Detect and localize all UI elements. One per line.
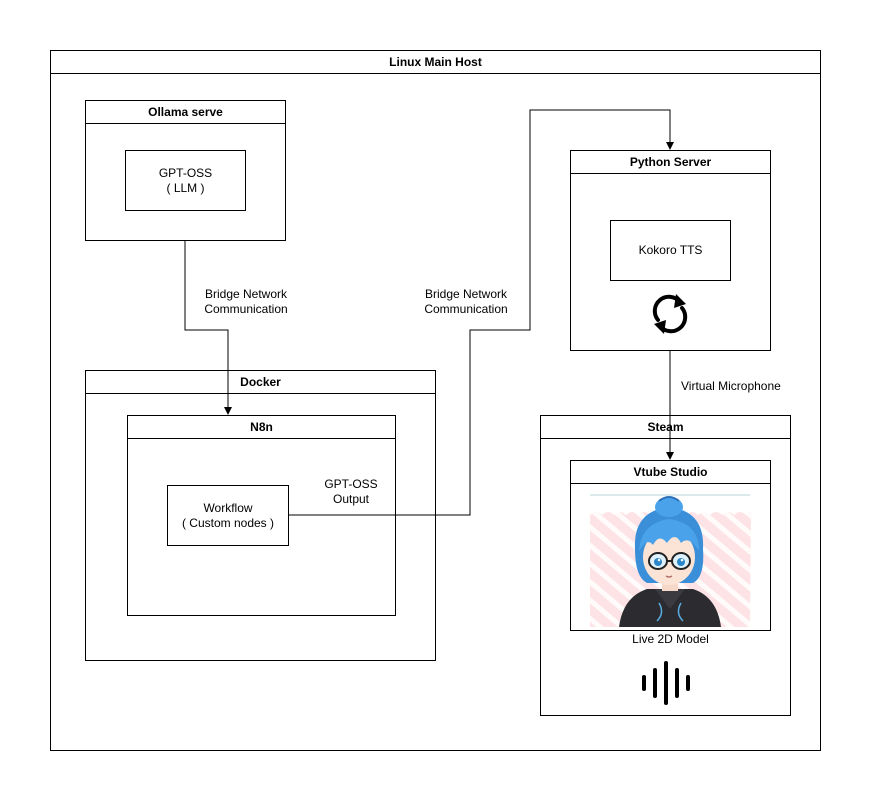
- live-2d-model-caption: Live 2D Model: [632, 632, 709, 646]
- steam-title: Steam: [541, 416, 790, 439]
- communication-text: Communication: [424, 302, 508, 316]
- gpt-oss-label: GPT-OSS: [158, 165, 213, 180]
- bridge-network-text: Bridge Network: [424, 287, 508, 301]
- vtube-studio-title: Vtube Studio: [571, 461, 770, 484]
- n8n-title: N8n: [128, 416, 395, 439]
- bridge-network-label-left: Bridge Network Communication: [186, 287, 306, 317]
- workflow-node: Workflow ( Custom nodes ): [167, 485, 289, 546]
- sync-icon: [652, 294, 688, 334]
- bridge-network-label-right: Bridge Network Communication: [406, 287, 526, 317]
- audio-wave-icon: [642, 661, 690, 705]
- live2d-avatar-image: [590, 494, 751, 627]
- bridge-network-text: Bridge Network: [204, 287, 288, 301]
- gpt-oss-output-line1: GPT-OSS: [324, 477, 378, 491]
- ollama-serve-title: Ollama serve: [86, 101, 285, 124]
- virtual-microphone-label: Virtual Microphone: [681, 379, 781, 393]
- workflow-label: Workflow: [203, 500, 253, 515]
- gpt-oss-llm-node: GPT-OSS ( LLM ): [125, 150, 246, 211]
- communication-text: Communication: [204, 302, 288, 316]
- llm-label: ( LLM ): [166, 180, 205, 195]
- kokoro-tts-label: Kokoro TTS: [638, 243, 703, 257]
- gpt-oss-output-line2: Output: [332, 492, 370, 506]
- docker-title: Docker: [86, 371, 435, 394]
- kokoro-tts-node: Kokoro TTS: [610, 220, 731, 281]
- custom-nodes-label: ( Custom nodes ): [181, 515, 275, 530]
- python-server-title: Python Server: [571, 151, 770, 174]
- gpt-oss-output-label: GPT-OSS Output: [311, 477, 391, 507]
- linux-main-host-title: Linux Main Host: [51, 51, 820, 74]
